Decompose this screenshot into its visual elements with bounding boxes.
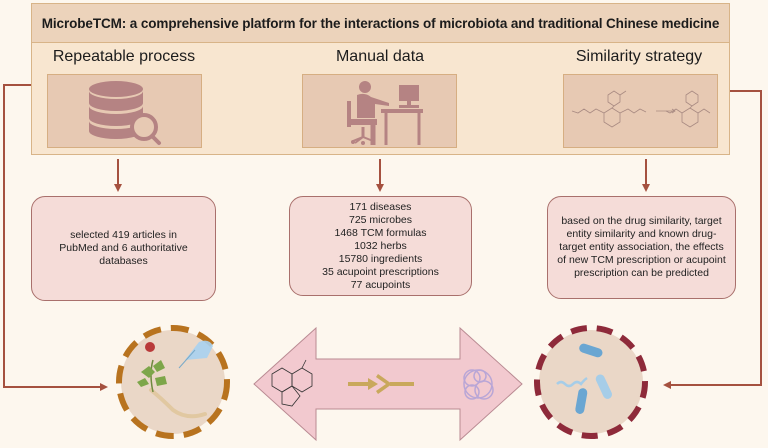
person-at-computer-icon bbox=[347, 81, 423, 145]
stat-item: 35 acupoint prescriptions bbox=[322, 265, 439, 278]
repeatable-image-box bbox=[47, 74, 202, 148]
section-label-similarity: Similarity strategy bbox=[575, 48, 703, 65]
repeatable-description: selected 419 articles in PubMed and 6 au… bbox=[59, 229, 188, 267]
intestine-villi-icon bbox=[348, 374, 414, 394]
stat-item: 15780 ingredients bbox=[338, 252, 423, 265]
left-connector bbox=[3, 84, 108, 391]
similarity-description-box: based on the drug similarity, target ent… bbox=[547, 196, 736, 299]
stat-item: 1468 TCM formulas bbox=[334, 226, 427, 239]
microbes-icon bbox=[534, 325, 648, 439]
section-label-repeatable: Repeatable process bbox=[52, 48, 196, 65]
page-title: MicrobeTCM: a comprehensive platform for… bbox=[41, 15, 720, 31]
database-search-icon bbox=[89, 81, 161, 145]
stat-item: 77 acupoints bbox=[350, 278, 411, 291]
title-band: MicrobeTCM: a comprehensive platform for… bbox=[31, 3, 730, 43]
molecule-similarity-icon bbox=[571, 90, 711, 128]
microbiota-cluster-icon bbox=[463, 369, 494, 400]
stat-item: 725 microbes bbox=[348, 213, 413, 226]
compound-structure-icon bbox=[271, 359, 313, 407]
similarity-image-box bbox=[563, 74, 718, 148]
stat-item: 1032 herbs bbox=[354, 239, 407, 252]
repeatable-description-box: selected 419 articles in PubMed and 6 au… bbox=[31, 196, 216, 301]
manual-image-box bbox=[302, 74, 457, 148]
stat-item: 171 diseases bbox=[349, 200, 412, 213]
similarity-description: based on the drug similarity, target ent… bbox=[557, 215, 726, 279]
section-label-manual: Manual data bbox=[335, 48, 425, 65]
herb-acupuncture-icon bbox=[116, 325, 230, 439]
right-connector bbox=[663, 90, 762, 389]
bidirectional-interaction-arrow bbox=[253, 326, 523, 442]
